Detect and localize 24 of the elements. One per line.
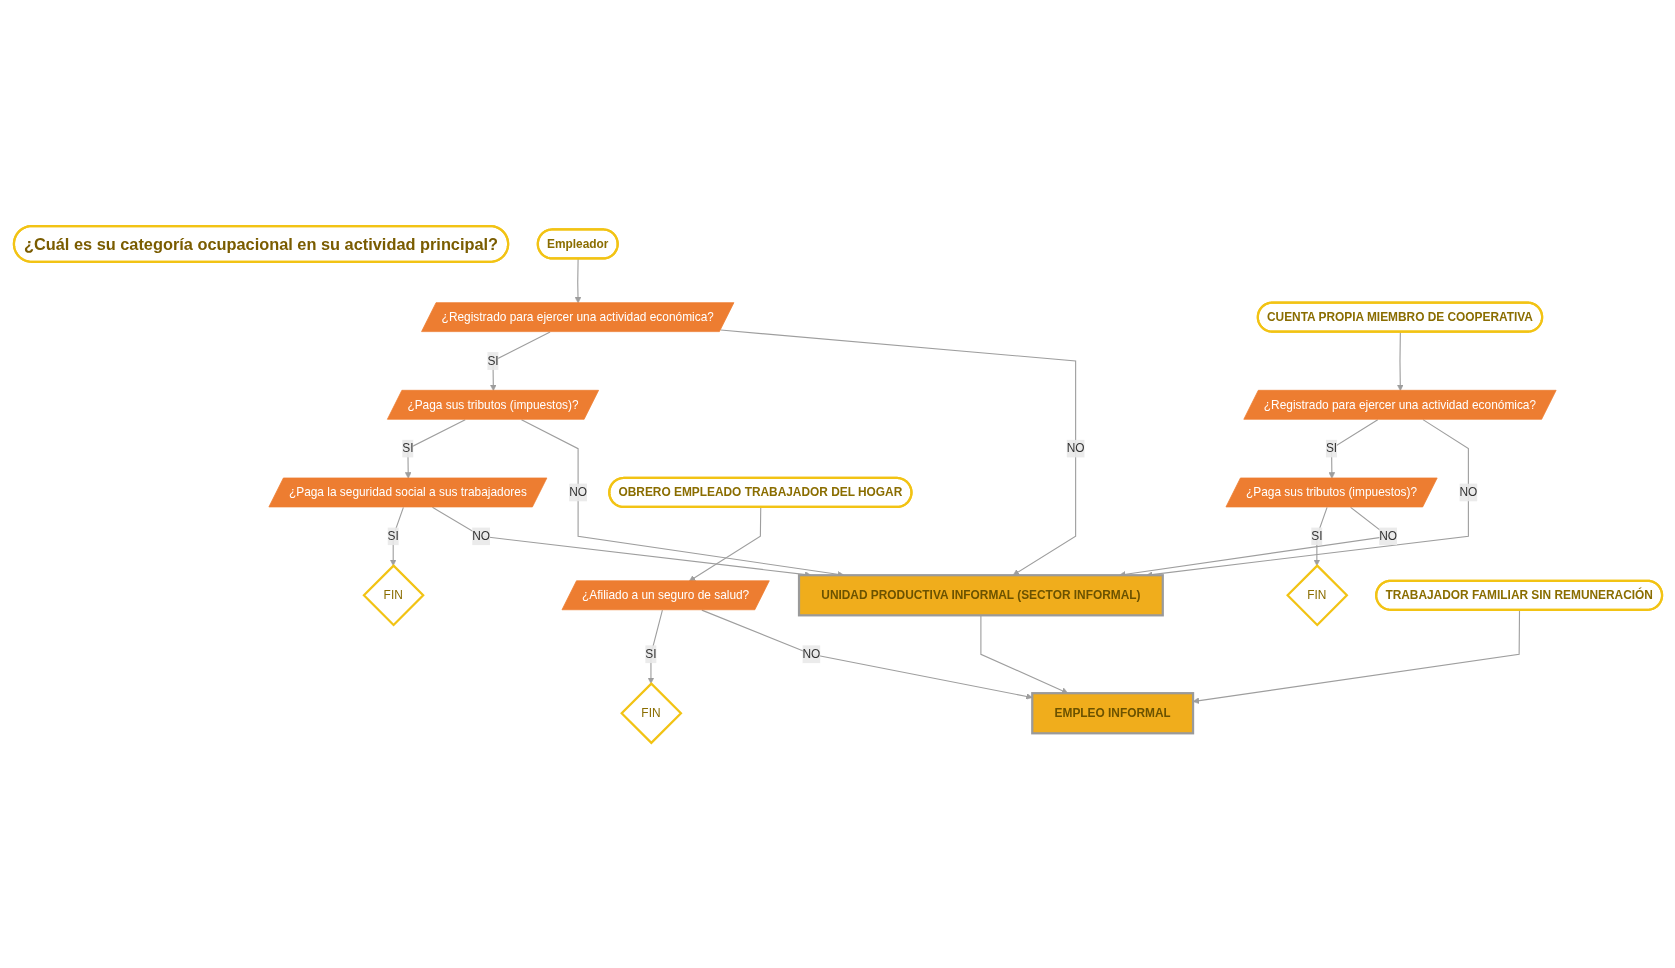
arrow [404, 418, 466, 479]
edge-label: NO [801, 647, 820, 660]
edge-label: SI [387, 529, 399, 542]
edge-label: SI [1310, 529, 1322, 542]
node-box: UNIDAD PRODUCTIVA INFORMAL (SECTOR INFORMAL) [797, 573, 1164, 616]
edge-label: SI [401, 441, 414, 455]
arrow [1192, 609, 1520, 704]
arrow [574, 257, 581, 303]
arrow [688, 506, 761, 581]
edge-label: SI [486, 353, 499, 367]
edge-label: NO [568, 485, 587, 498]
arrow [1328, 418, 1378, 479]
arrow [489, 330, 551, 391]
node-box: EMPLEO INFORMAL [1030, 691, 1194, 734]
edge-label: NO [1378, 529, 1397, 542]
edge-label: SI [1325, 441, 1337, 455]
edge-label: NO [471, 529, 490, 542]
edge-label: NO [1066, 441, 1085, 455]
edge-label: NO [1458, 485, 1477, 498]
edge-label: SI [644, 647, 657, 660]
node-diamond: FIN [361, 563, 425, 626]
node-diamond: FIN [619, 681, 683, 744]
arrow [719, 329, 1076, 575]
node-diamond: FIN [1285, 563, 1348, 626]
